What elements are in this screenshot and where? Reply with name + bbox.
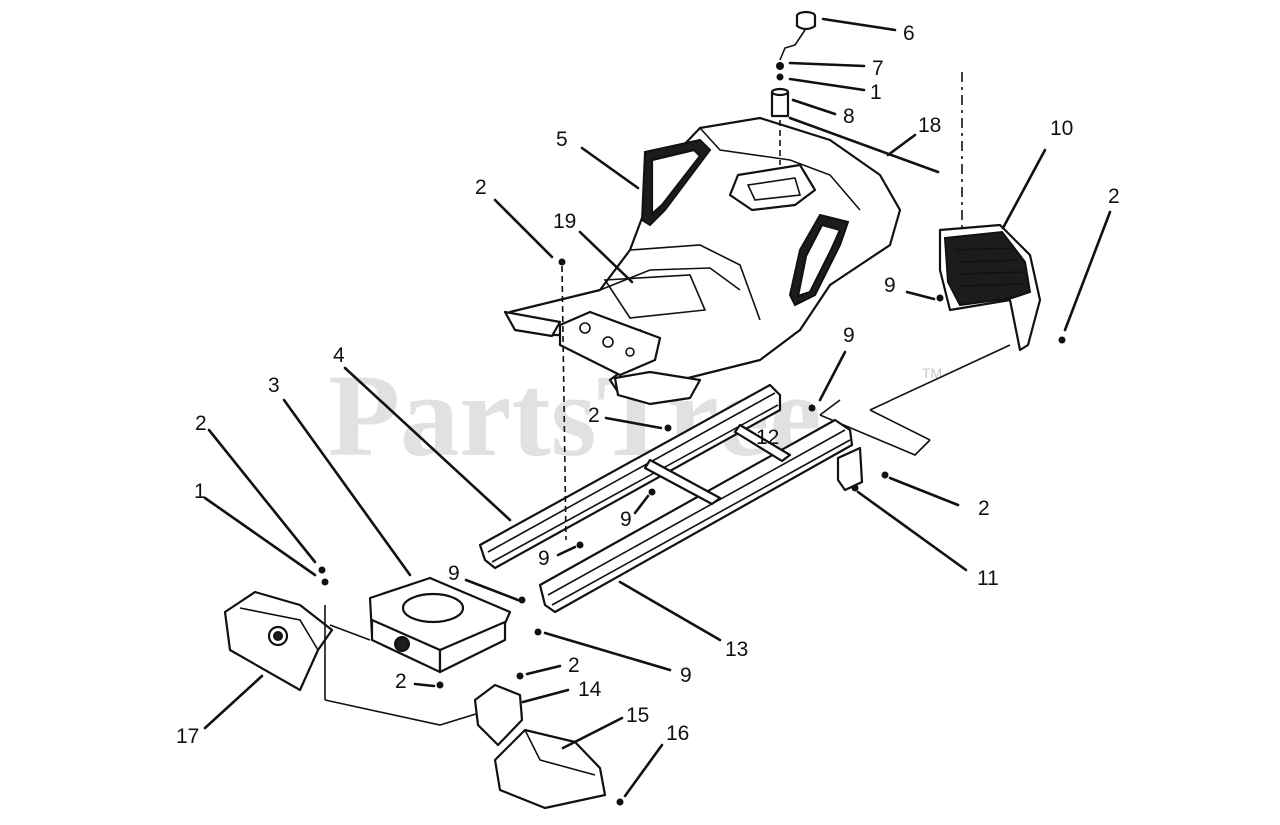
- pedal-plate: [558, 274, 707, 377]
- callout-2-plate: 2: [395, 670, 407, 693]
- callout-2-left: 2: [195, 412, 207, 435]
- watermark-trademark: TM: [922, 365, 942, 381]
- callout-7: 7: [872, 57, 884, 80]
- callout-4: 4: [333, 344, 345, 367]
- callout-11: 11: [977, 567, 999, 590]
- hardware-fasteners: [318, 258, 1066, 689]
- floor-plate-outline: [819, 344, 1011, 456]
- axle-mount-plate: [368, 576, 512, 674]
- callout-10: 10: [1050, 117, 1073, 140]
- front-bracket-17: [223, 590, 334, 692]
- callout-12: 12: [756, 426, 779, 449]
- callout-19: 19: [553, 210, 576, 233]
- callout-9-floor: 9: [843, 324, 855, 347]
- frame-cross-members: [643, 423, 792, 506]
- callout-2-frame: 2: [588, 404, 600, 427]
- callout-16: 16: [666, 722, 689, 745]
- rod-18: [788, 116, 940, 174]
- callout-6: 6: [903, 22, 915, 45]
- callout-3: 3: [268, 374, 280, 397]
- callout-9-mount: 9: [448, 562, 460, 585]
- callout-15: 15: [626, 704, 649, 727]
- rear-guard: [938, 72, 1042, 352]
- frame-left-rail: [478, 383, 782, 570]
- callout-5: 5: [556, 128, 568, 151]
- callout-1-top: 1: [870, 81, 882, 104]
- shield-14: [473, 683, 524, 747]
- rear-bracket-11: [836, 446, 864, 492]
- leader-lines: [203, 17, 1112, 798]
- seat-knob-stack: [770, 10, 817, 165]
- callout-2-seat: 2: [475, 176, 487, 199]
- cover-15: [493, 728, 624, 810]
- callout-14: 14: [578, 678, 602, 701]
- frame-right-rail: [538, 418, 854, 614]
- callout-9-rail: 9: [538, 547, 550, 570]
- callout-9-center: 9: [620, 508, 632, 531]
- callout-8: 8: [843, 105, 855, 128]
- callout-17: 17: [176, 725, 199, 748]
- callout-2-bracket: 2: [978, 497, 990, 520]
- callout-2-right: 2: [1108, 185, 1120, 208]
- callout-9-front: 9: [680, 664, 692, 687]
- callout-2-shield: 2: [568, 654, 580, 677]
- callout-18: 18: [918, 114, 941, 137]
- callout-1-left: 1: [194, 480, 206, 503]
- callout-9-guard: 9: [884, 274, 896, 297]
- callout-13: 13: [725, 638, 748, 661]
- callout-labels: 6 7 1 8 18 5 10 2 2 19 9 9 4 3 2 12 2 1 …: [176, 22, 1120, 748]
